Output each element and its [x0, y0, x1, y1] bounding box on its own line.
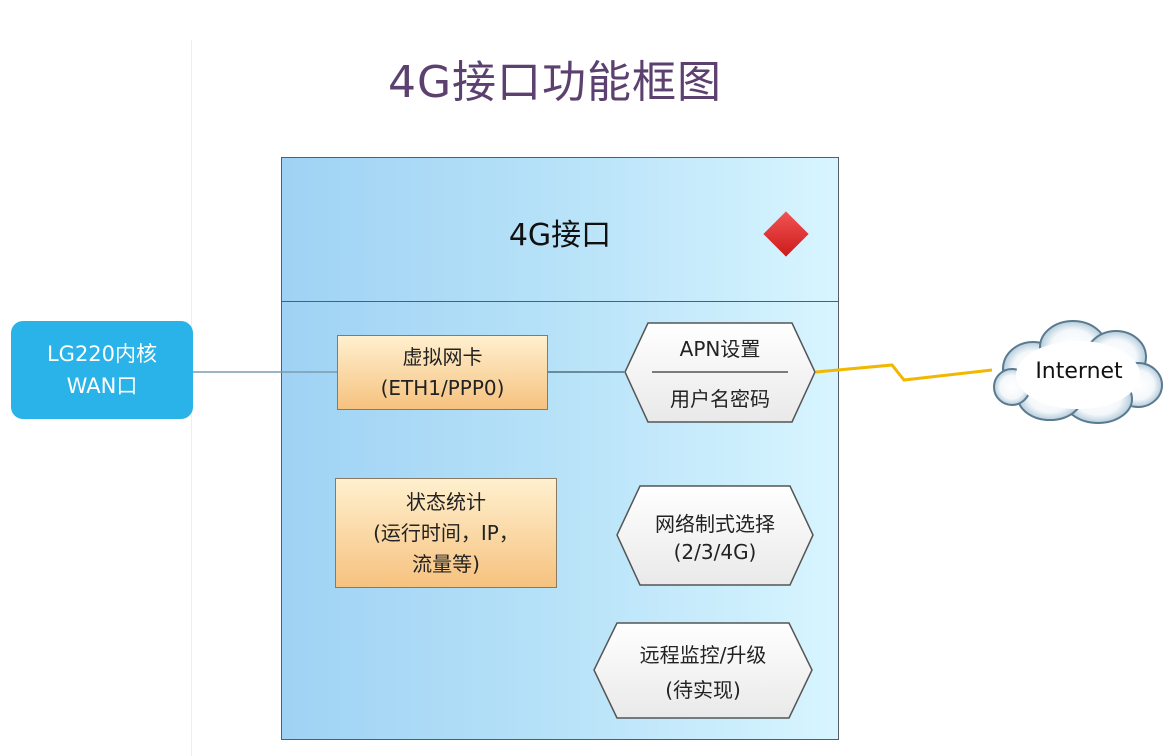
virtual-nic-box: 虚拟网卡 (ETH1/PPP0)	[337, 335, 548, 410]
hexagon-shape	[593, 622, 813, 719]
remote-monitor-label: 远程监控/升级	[639, 643, 767, 667]
lg220-wan-box: LG220内核 WAN口	[11, 321, 193, 419]
page-title: 4G接口功能框图	[387, 57, 723, 108]
hexagon-shape	[624, 322, 816, 423]
internet-label: Internet	[1035, 359, 1123, 384]
lightning-bolt-icon	[815, 363, 993, 382]
remote-monitor-hexagon: 远程监控/升级 (待实现)	[593, 622, 813, 719]
apn-settings-hexagon: APN设置 用户名密码	[624, 322, 816, 423]
status-stats-detail-1: (运行时间，IP，	[373, 520, 519, 545]
network-mode-options: (2/3/4G)	[673, 540, 757, 564]
apn-settings-label: APN设置	[679, 337, 761, 361]
4g-interface-title: 4G接口	[508, 218, 612, 253]
cloud-icon	[993, 320, 1163, 424]
hexagon-shape	[616, 485, 814, 586]
status-stats-label: 状态统计	[406, 489, 486, 514]
wan-label: WAN口	[66, 374, 138, 398]
network-mode-label: 网络制式选择	[655, 512, 775, 536]
status-stats-detail-2: 流量等)	[412, 551, 480, 576]
apn-credentials-label: 用户名密码	[670, 387, 770, 411]
virtual-nic-label: 虚拟网卡	[402, 344, 483, 369]
virtual-nic-interfaces: (ETH1/PPP0)	[380, 375, 505, 400]
status-stats-box: 状态统计 (运行时间，IP， 流量等)	[335, 478, 557, 588]
lg220-label: LG220内核	[46, 342, 158, 366]
remote-monitor-status: (待实现)	[665, 678, 741, 702]
main-box-divider	[282, 301, 838, 302]
network-mode-hexagon: 网络制式选择 (2/3/4G)	[616, 485, 814, 586]
